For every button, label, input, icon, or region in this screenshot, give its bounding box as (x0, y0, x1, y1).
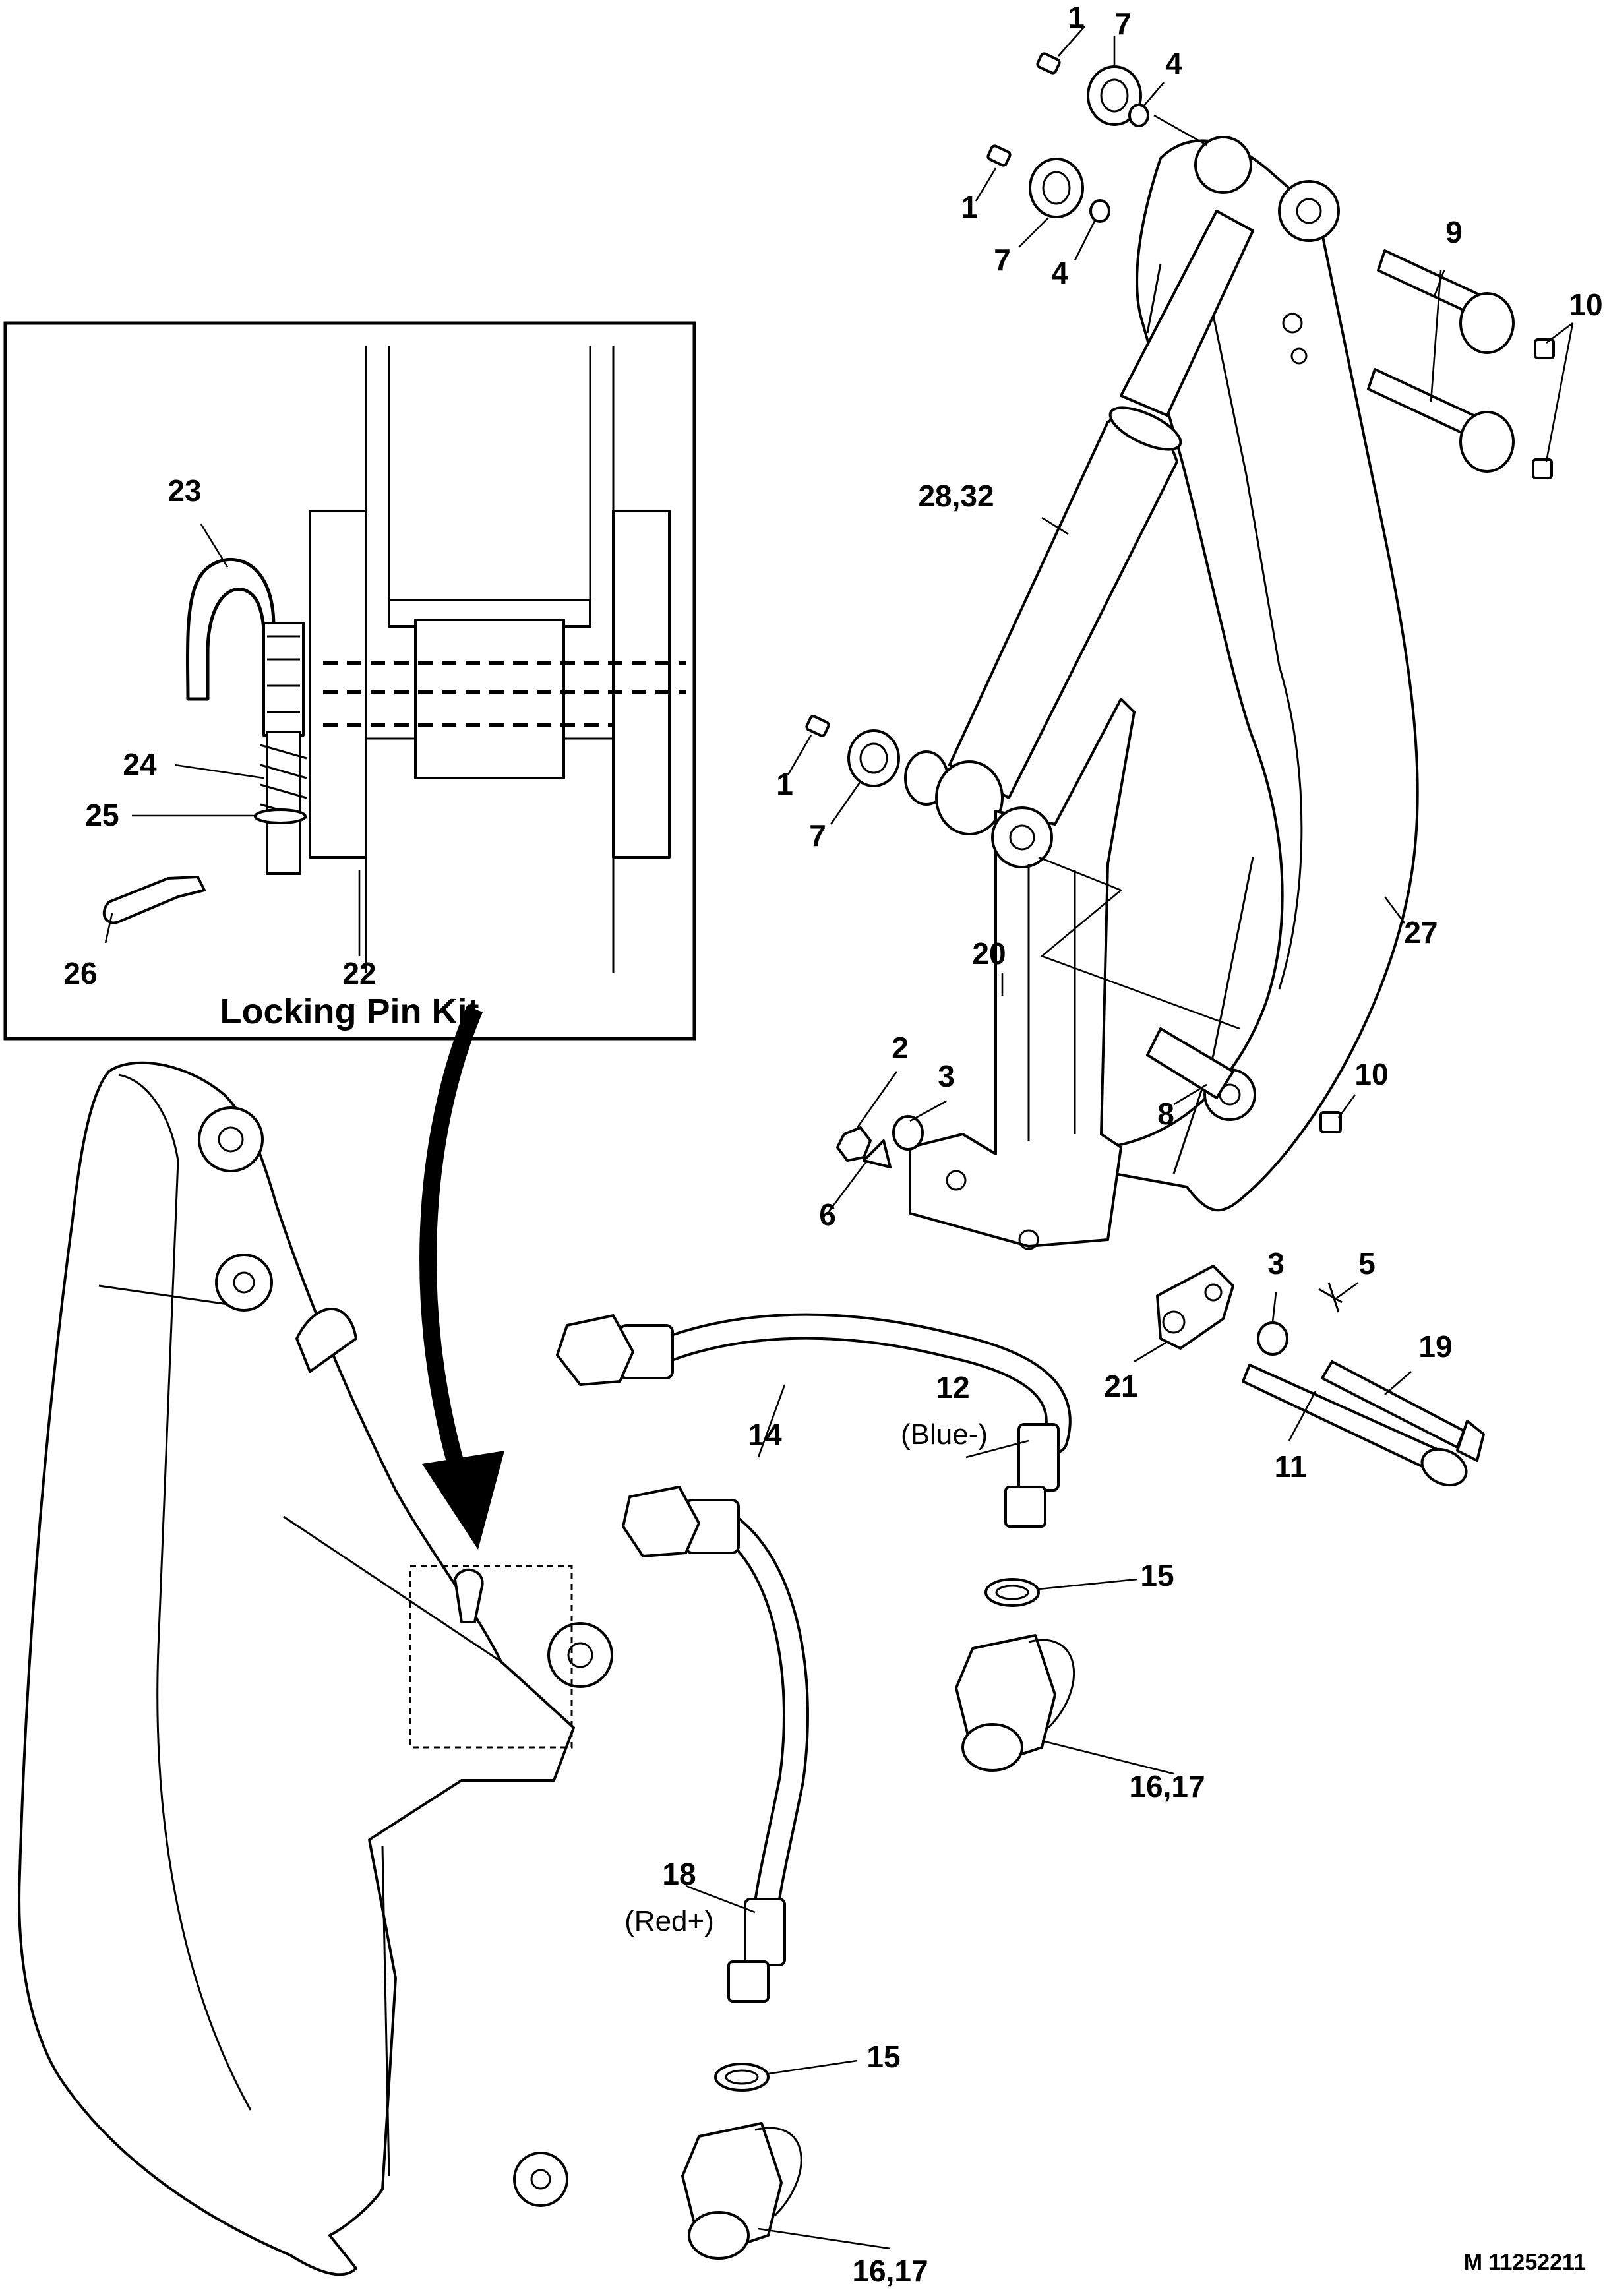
callout-16-17-low: 16,17 (852, 2254, 928, 2288)
callout-14: 14 (748, 1418, 782, 1452)
callout-4-mid: 4 (1051, 256, 1068, 290)
callout-12: 12 (936, 1370, 969, 1405)
callout-22: 22 (342, 956, 376, 990)
locking-pin-kit-inset (3, 321, 696, 1041)
hydraulic-hoses (556, 1313, 1075, 2260)
callout-28-32: 28,32 (918, 479, 994, 513)
figure-number: M 11252211 (1464, 2250, 1586, 2275)
callout-23: 23 (167, 473, 201, 508)
callout-10-top: 10 (1569, 287, 1602, 322)
boom-assembly (805, 52, 1555, 1487)
callout-20: 20 (972, 936, 1006, 971)
callout-10-low: 10 (1354, 1057, 1388, 1091)
note-red-positive: (Red+) (624, 1905, 714, 1937)
callout-6: 6 (819, 1197, 836, 1232)
callout-1-low: 1 (776, 767, 793, 801)
callout-24: 24 (123, 747, 157, 781)
assembled-arm (18, 1061, 613, 2276)
callout-27: 27 (1404, 915, 1438, 950)
callout-5: 5 (1358, 1246, 1376, 1281)
callout-18: 18 (662, 1857, 696, 1891)
callout-7-top: 7 (1114, 7, 1132, 41)
callout-15-low: 15 (866, 2039, 900, 2074)
callout-15-top: 15 (1140, 1558, 1174, 1592)
callout-1-top: 1 (1068, 0, 1085, 34)
callout-26: 26 (63, 956, 97, 990)
callout-9: 9 (1445, 215, 1463, 249)
callout-11: 11 (1275, 1449, 1307, 1484)
callout-16-17-top: 16,17 (1129, 1769, 1205, 1803)
detail-arrow (419, 1005, 504, 1550)
callout-7-mid: 7 (994, 243, 1011, 277)
callout-3-top: 3 (938, 1059, 955, 1093)
callout-1-mid: 1 (961, 190, 978, 224)
leader-lines (104, 26, 1574, 2250)
callout-3-low: 3 (1267, 1246, 1285, 1281)
callout-8: 8 (1157, 1097, 1174, 1131)
callout-4-top: 4 (1165, 46, 1182, 80)
note-blue-negative: (Blue-) (901, 1418, 988, 1451)
callout-19: 19 (1418, 1329, 1452, 1364)
inset-title: Locking Pin Kit (220, 992, 479, 1031)
callout-2: 2 (892, 1031, 909, 1065)
callout-7-low: 7 (809, 818, 826, 853)
callout-25: 25 (85, 798, 119, 832)
callout-labels: 1 7 4 1 7 4 9 10 28,32 1 7 27 20 2 3 10 … (63, 0, 1602, 2288)
callout-21: 21 (1104, 1369, 1137, 1403)
